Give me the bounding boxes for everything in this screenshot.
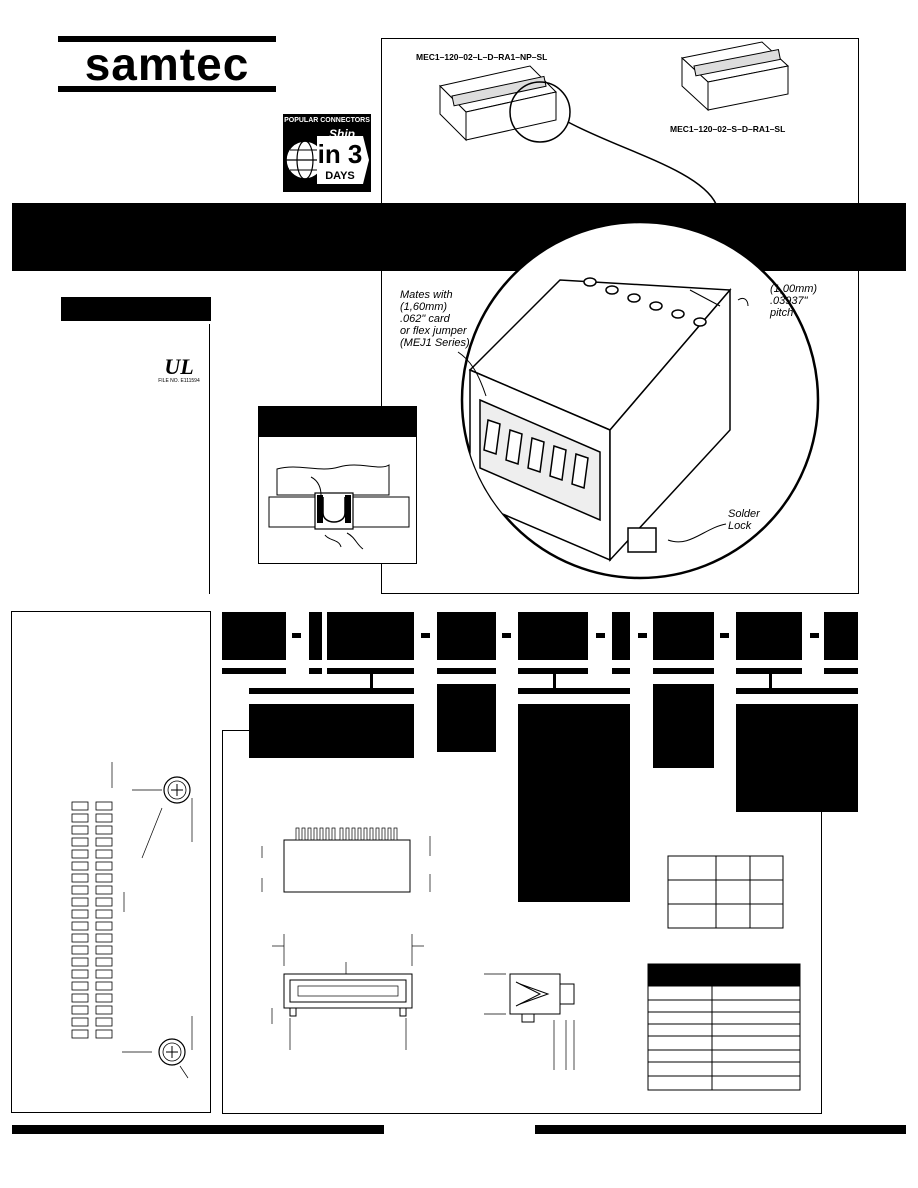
order-dash-3	[502, 633, 511, 638]
order-field-3	[327, 612, 414, 660]
order-underline-7	[653, 668, 714, 674]
connector-thumb-right	[680, 41, 790, 112]
solder-lock-detail-box	[258, 406, 417, 564]
option-block-2	[437, 684, 496, 752]
callout-solder-line-1: Solder	[728, 508, 760, 520]
ul-logo: UL FILE NO. E111594	[158, 356, 200, 388]
order-group-bar-1	[249, 688, 414, 694]
badge-days: DAYS	[325, 170, 355, 182]
spec-header-bar	[61, 297, 211, 321]
title-band	[12, 203, 906, 271]
spec-divider	[209, 324, 210, 594]
order-underline-5	[518, 668, 588, 674]
drawing-frame-top-left	[222, 730, 249, 731]
order-dash-5	[638, 633, 647, 638]
table-large	[647, 963, 801, 1091]
order-field-9	[824, 612, 858, 660]
samtec-logo: samtec	[58, 36, 278, 94]
option-block-3	[518, 704, 630, 902]
callout-pitch-line-2: .03937"	[770, 295, 808, 307]
option-block-4	[653, 684, 714, 768]
order-dash-1	[292, 633, 301, 638]
order-group-bar-3	[736, 688, 858, 694]
order-dash-4	[596, 633, 605, 638]
connector-thumb-left	[439, 65, 557, 142]
order-field-8	[736, 612, 802, 660]
cross-section-view	[484, 973, 575, 1070]
callout-pitch-line-3: pitch	[770, 307, 794, 319]
order-underline-1	[222, 668, 286, 674]
order-underline-6	[612, 668, 630, 674]
side-view	[261, 827, 431, 893]
order-field-5	[518, 612, 588, 660]
connector-thumbnails	[439, 41, 790, 205]
callout-mates: Mates with (1,60mm) .062" card or flex j…	[400, 289, 490, 349]
drawing-frame	[222, 730, 822, 1114]
order-field-1	[222, 612, 286, 660]
table-small	[667, 855, 784, 929]
callout-mates-line-3: .062" card	[400, 313, 450, 325]
order-field-6	[612, 612, 630, 660]
footer-bar-left	[12, 1125, 384, 1134]
footer-bar-right	[535, 1125, 906, 1134]
footprint-drawing	[71, 762, 193, 1079]
order-underline-8	[736, 668, 802, 674]
option-block-1	[249, 704, 414, 758]
detail-drawing	[268, 464, 410, 550]
product-photo-frame	[381, 38, 859, 594]
order-underline-4	[437, 668, 496, 674]
top-view	[271, 934, 424, 1050]
callout-mates-line-1: Mates with	[400, 289, 453, 301]
footprint-box	[11, 611, 211, 1113]
order-stem-3	[769, 674, 772, 688]
part-label-a: MEC1–120–02–L–D–RA1–NP–SL	[416, 52, 548, 62]
order-field-2	[309, 612, 322, 660]
detail-header-bar	[259, 407, 416, 437]
order-underline-2	[309, 668, 322, 674]
magnified-connector-drawing	[457, 220, 820, 580]
order-dash-2	[421, 633, 430, 638]
pad-columns	[71, 801, 113, 1039]
callout-solder-line-2: Lock	[728, 520, 752, 532]
badge-top: POPULAR CONNECTORS	[284, 117, 370, 124]
order-stem-1	[370, 674, 373, 688]
logo-lines	[58, 36, 276, 92]
part-label-b: MEC1–120–02–S–D–RA1–SL	[670, 124, 786, 134]
callout-mates-line-4: or flex jumper	[400, 325, 467, 337]
callout-mates-line-5: (MEJ1 Series)	[400, 337, 470, 349]
order-field-4	[437, 612, 496, 660]
badge-ship: Ship	[329, 127, 355, 141]
order-dash-7	[810, 633, 819, 638]
order-underline-9	[824, 668, 858, 674]
order-field-7	[653, 612, 714, 660]
option-block-5	[736, 704, 858, 812]
brand-name: samtec	[84, 38, 250, 90]
badge-big: in 3	[317, 139, 363, 169]
ship-in-3-days-badge: POPULAR CONNECTORS Ship in 3 DAYS	[283, 114, 371, 192]
order-stem-2	[553, 674, 556, 688]
callout-solder-lock: Solder Lock	[728, 508, 778, 532]
callout-mates-line-2: (1,60mm)	[400, 301, 448, 313]
order-group-bar-2	[518, 688, 630, 694]
callout-pitch-line-1: (1,00mm)	[770, 283, 818, 295]
order-dash-6	[720, 633, 729, 638]
globe-icon	[285, 136, 369, 184]
ul-file-no: FILE NO. E111594	[158, 378, 200, 384]
ul-mark: UL	[164, 354, 194, 379]
magnify-circle-small	[509, 81, 571, 143]
callout-pitch: (1,00mm) .03937" pitch	[770, 283, 840, 319]
order-underline-3	[327, 668, 414, 674]
